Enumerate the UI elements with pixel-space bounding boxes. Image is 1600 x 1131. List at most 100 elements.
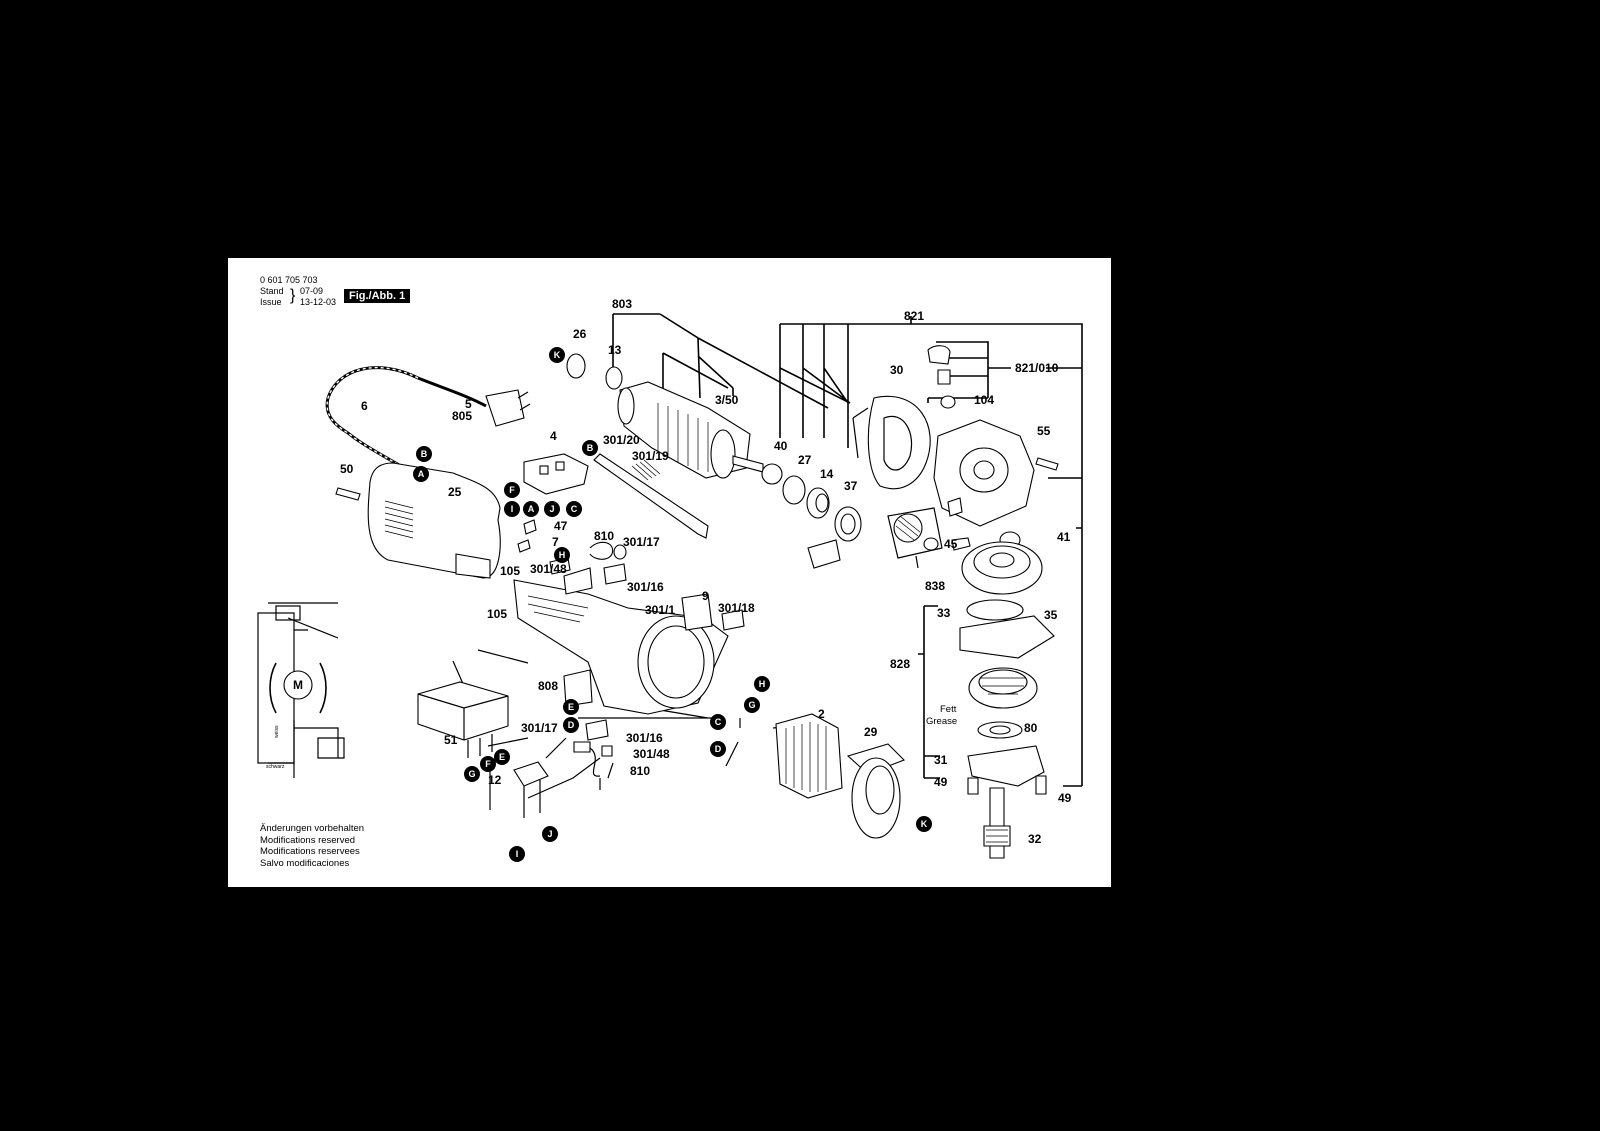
- svg-text:D: D: [568, 720, 575, 730]
- label-810-b: 810: [630, 764, 650, 778]
- issue-value: 13-12-03: [300, 297, 337, 307]
- label-105-a: 105: [500, 564, 520, 578]
- svg-text:G: G: [468, 769, 475, 779]
- leader-828: [918, 605, 940, 779]
- stand-value: 07-09: [300, 286, 324, 296]
- label-301-17-b: 301/17: [521, 721, 558, 735]
- label-2: 2: [818, 707, 825, 721]
- slide-rod-301-20: [593, 453, 709, 539]
- label-4: 4: [550, 429, 557, 443]
- motor-housing-25: [335, 462, 501, 579]
- label-301-16-a: 301/16: [627, 580, 664, 594]
- svg-text:I: I: [511, 504, 514, 514]
- leader-821: [779, 316, 1083, 787]
- capacitor-12: [513, 761, 549, 818]
- marker-J: J: [542, 826, 558, 842]
- svg-text:C: C: [571, 504, 578, 514]
- label-301-19: 301/19: [632, 449, 669, 463]
- cover-plate-9: [681, 593, 713, 631]
- note-line: Änderungen vorbehalten: [260, 823, 365, 834]
- label-80: 80: [1024, 721, 1038, 735]
- svg-text:J: J: [549, 504, 554, 514]
- label-27: 27: [798, 453, 812, 467]
- label-104: 104: [974, 393, 994, 407]
- label-37: 37: [844, 479, 858, 493]
- wire-color-label: weiss: [274, 725, 280, 738]
- label-808: 808: [538, 679, 558, 693]
- svg-text:I: I: [516, 849, 519, 859]
- notes-block: Änderungen vorbehalten Modifications res…: [260, 823, 364, 869]
- label-35: 35: [1044, 608, 1058, 622]
- marker-H: H: [554, 547, 570, 563]
- marker-G: G: [744, 697, 760, 713]
- marker-J: J: [544, 501, 560, 517]
- label-6: 6: [361, 399, 368, 413]
- svg-text:F: F: [485, 759, 491, 769]
- label-47: 47: [554, 519, 568, 533]
- note-line: Salvo modificaciones: [260, 857, 350, 869]
- label-301-16-b: 301/16: [626, 731, 663, 745]
- svg-text:J: J: [547, 829, 552, 839]
- label-grease: Grease: [926, 716, 957, 727]
- brush-holder-51: [417, 681, 509, 758]
- power-cord: [325, 366, 531, 472]
- label-805: 805: [452, 409, 472, 423]
- marker-H: H: [754, 676, 770, 692]
- label-821-010: 821/010: [1015, 361, 1059, 375]
- marker-I: I: [509, 846, 525, 862]
- switch-small-parts: [517, 519, 745, 631]
- field-coil-2: [775, 713, 843, 799]
- label-105-b: 105: [487, 607, 507, 621]
- label-41: 41: [1057, 530, 1071, 544]
- label-838: 838: [925, 579, 945, 593]
- label-49-b: 49: [1058, 791, 1072, 805]
- note-line: Modifications reservees: [260, 846, 360, 857]
- marker-B: B: [582, 440, 598, 456]
- label-14: 14: [820, 467, 834, 481]
- marker-G: G: [464, 766, 480, 782]
- armature-3-50: [566, 353, 764, 479]
- figure-tag: Fig./Abb. 1: [344, 289, 411, 303]
- label-12: 12: [488, 773, 502, 787]
- label-301-1: 301/1: [645, 603, 675, 617]
- stand-label: Stand: [260, 286, 284, 296]
- label-51: 51: [444, 733, 458, 747]
- svg-text:F: F: [509, 485, 515, 495]
- label-7: 7: [552, 535, 559, 549]
- marker-F: F: [504, 482, 520, 498]
- leader-803: [612, 313, 829, 409]
- svg-text:K: K: [921, 819, 928, 829]
- label-828: 828: [890, 657, 910, 671]
- exploded-view: M schwarz weiss 803 26 13 3/50 821 30 82…: [257, 297, 1083, 862]
- label-55: 55: [1037, 424, 1051, 438]
- label-40: 40: [774, 439, 788, 453]
- label-29: 29: [864, 725, 878, 739]
- label-45: 45: [944, 537, 958, 551]
- label-821: 821: [904, 309, 924, 323]
- marker-E: E: [494, 749, 510, 765]
- svg-text:E: E: [499, 752, 505, 762]
- marker-F: F: [480, 756, 496, 772]
- svg-text:E: E: [568, 702, 574, 712]
- marker-C: C: [710, 714, 726, 730]
- bearing-flange: [959, 599, 1055, 859]
- label-49-a: 49: [934, 775, 948, 789]
- brace: }: [290, 287, 296, 304]
- svg-text:D: D: [715, 744, 722, 754]
- label-301-48-a: 301/48: [530, 562, 567, 576]
- marker-A: A: [413, 466, 429, 482]
- gearing: [887, 507, 1043, 595]
- label-301-48-b: 301/48: [633, 747, 670, 761]
- label-25: 25: [448, 485, 462, 499]
- svg-text:A: A: [418, 469, 425, 479]
- svg-text:C: C: [715, 717, 722, 727]
- note-line: Modifications reserved: [260, 834, 356, 846]
- marker-K: K: [549, 347, 565, 363]
- part-number: 0 601 705 703: [260, 275, 318, 285]
- label-3-50: 3/50: [715, 393, 739, 407]
- label-13: 13: [608, 343, 622, 357]
- gear-head: [927, 345, 1059, 527]
- label-30: 30: [890, 363, 904, 377]
- label-fett: Fett: [940, 704, 957, 715]
- label-26: 26: [573, 327, 587, 341]
